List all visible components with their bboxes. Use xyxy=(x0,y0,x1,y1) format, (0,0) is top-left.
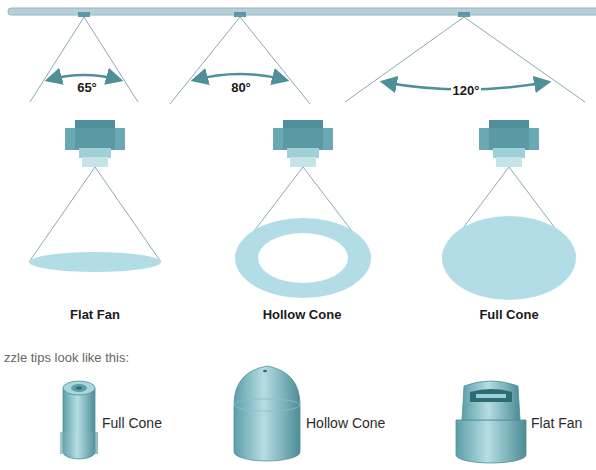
pattern-name: Hollow Cone xyxy=(263,307,342,322)
angle-label: 80° xyxy=(229,80,253,95)
tip-name: Flat Fan xyxy=(531,415,582,431)
pattern-name: Flat Fan xyxy=(70,307,120,322)
angle-label: 65° xyxy=(75,80,99,95)
angle-label: 120° xyxy=(451,83,482,98)
section-note: zzle tips look like this: xyxy=(4,350,129,365)
tip-name: Full Cone xyxy=(102,415,162,431)
pattern-name: Full Cone xyxy=(479,307,538,322)
tip-name: Hollow Cone xyxy=(306,415,385,431)
